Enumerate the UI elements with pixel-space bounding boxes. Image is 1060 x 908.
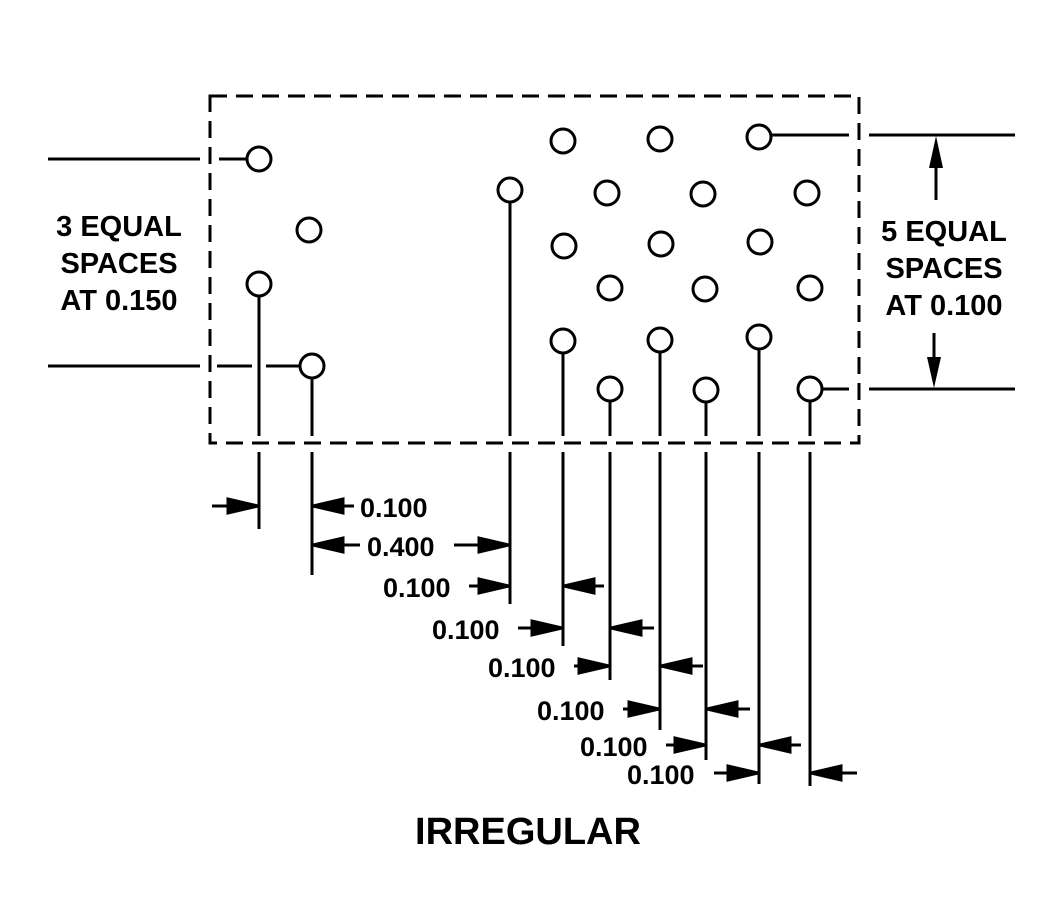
dimension-label: 0.100 <box>537 696 605 726</box>
dimension-arrows <box>212 497 857 782</box>
left-callout-line-2: SPACES <box>60 248 177 280</box>
hole <box>298 352 326 380</box>
arrow-left-icon <box>610 619 643 637</box>
dimension-label: 0.100 <box>432 615 500 645</box>
arrow-left-icon <box>759 736 792 754</box>
arrow-down-icon <box>927 357 941 388</box>
dimension-label: 0.100 <box>488 653 556 683</box>
hole <box>550 232 578 260</box>
extension-lines <box>257 452 812 786</box>
hole <box>793 179 821 207</box>
arrow-right-icon <box>477 577 510 595</box>
dimension-label: 0.100 <box>383 573 451 603</box>
hole <box>745 123 773 151</box>
arrow-left-icon <box>312 497 345 515</box>
hole <box>796 375 824 403</box>
hole <box>746 228 774 256</box>
right-callout-line-2: SPACES <box>885 253 1002 285</box>
arrow-left-icon <box>312 536 345 554</box>
hole <box>647 230 675 258</box>
arrow-right-icon <box>477 536 510 554</box>
hole <box>549 127 577 155</box>
right-callout-line-1: 5 EQUAL <box>881 216 1007 248</box>
hole <box>596 274 624 302</box>
hole <box>646 125 674 153</box>
hole <box>593 179 621 207</box>
dimension-label: 0.100 <box>580 732 648 762</box>
arrow-right-icon <box>530 619 563 637</box>
arrow-left-icon <box>660 657 693 675</box>
hole <box>692 376 720 404</box>
hole <box>745 323 773 351</box>
arrow-right-icon <box>673 736 706 754</box>
hole <box>596 375 624 403</box>
dashed-boundary <box>208 94 861 445</box>
arrow-right-icon <box>726 764 759 782</box>
arrow-right-icon <box>226 497 259 515</box>
hole <box>245 145 273 173</box>
hole <box>796 274 824 302</box>
dimension-label: 0.100 <box>360 493 428 523</box>
hole <box>691 275 719 303</box>
arrow-left-icon <box>563 577 596 595</box>
arrow-left-icon <box>706 700 739 718</box>
arrow-right-icon <box>627 700 660 718</box>
hole <box>496 176 524 204</box>
left-callout-line-3: AT 0.150 <box>60 285 177 317</box>
hole <box>646 326 674 354</box>
holes <box>245 123 824 404</box>
hole <box>295 216 323 244</box>
arrow-right-icon <box>577 657 610 675</box>
hole <box>549 327 577 355</box>
hole <box>689 180 717 208</box>
dimension-label: 0.400 <box>367 532 435 562</box>
arrow-up-icon <box>929 136 943 168</box>
hole <box>245 270 273 298</box>
hole-stems <box>257 202 812 436</box>
dimension-label: 0.100 <box>627 760 695 790</box>
diagram-title: IRREGULAR <box>415 811 641 853</box>
arrow-left-icon <box>810 764 843 782</box>
left-callout-line-1: 3 EQUAL <box>56 211 182 243</box>
right-callout-line-3: AT 0.100 <box>885 290 1002 322</box>
